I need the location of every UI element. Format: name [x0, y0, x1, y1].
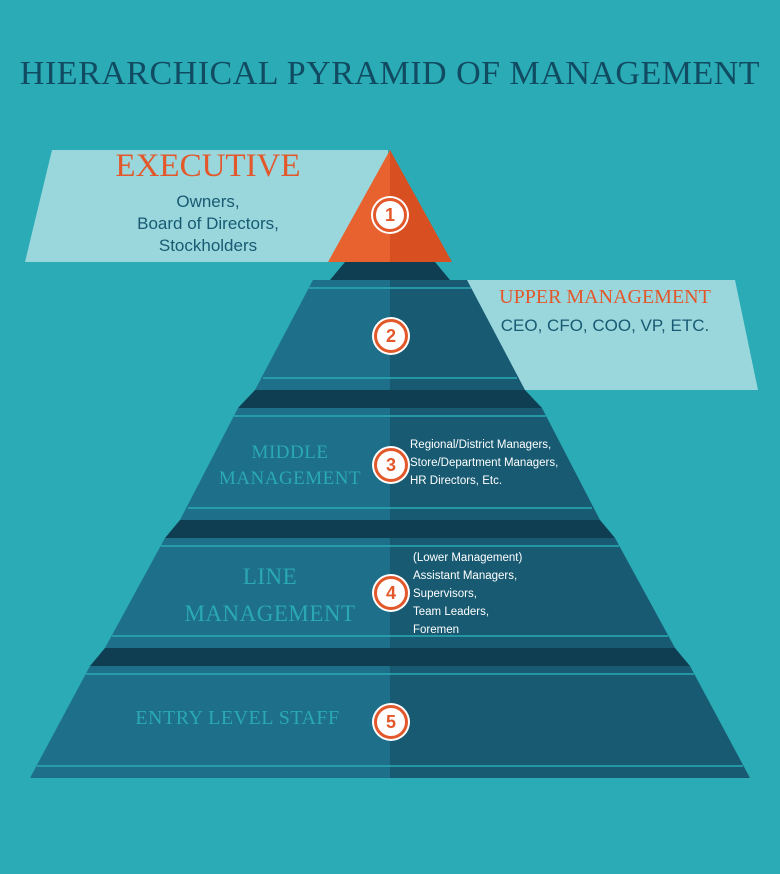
tier-5-number-badge: 5: [374, 705, 408, 739]
tier-4-member: Supervisors,: [413, 588, 477, 600]
tier-3-number-badge: 3: [374, 448, 408, 482]
tier-4-member: Assistant Managers,: [413, 570, 518, 582]
tier-2-block: [255, 262, 525, 390]
tier-1-members: Owners, Board of Directors, Stockholders: [58, 191, 358, 257]
tier-3-title-line: MANAGEMENT: [218, 468, 362, 489]
tier-3-title: MIDDLE MANAGEMENT: [205, 440, 375, 492]
tier-4-member: (Lower Management): [413, 552, 523, 564]
tier-1-number-badge: 1: [373, 198, 407, 232]
tier-4-block: [105, 520, 675, 648]
tier-3-member: HR Directors, Etc.: [410, 475, 503, 487]
page-title: HIERARCHICAL PYRAMID OF MANAGEMENT: [19, 55, 761, 92]
upper-label-panel: [465, 280, 758, 390]
tier-3-member: Regional/District Managers,: [410, 439, 552, 451]
executive-label-panel: [25, 150, 388, 262]
tier-4-number-badge: 4: [374, 576, 408, 610]
tier-4-title-line: MANAGEMENT: [184, 601, 356, 626]
tier-4-member: Foremen: [413, 624, 460, 636]
tier-1-member: Stockholders: [158, 236, 258, 255]
tier-1-apex: [328, 150, 452, 262]
tier-2-number-badge: 2: [374, 319, 408, 353]
tier-3-title-line: MIDDLE: [251, 442, 329, 463]
tier-4-title-line: LINE: [242, 564, 298, 589]
tier-3-member: Store/Department Managers,: [410, 457, 559, 469]
tier-1-member: Owners,: [176, 192, 240, 211]
tier-4-member: Team Leaders,: [413, 606, 490, 618]
tier-3-block: [180, 390, 600, 520]
tier-1-member: Board of Directors,: [137, 214, 279, 233]
tier-3-members: Regional/District Managers, Store/Depart…: [410, 436, 558, 490]
tier-2-members: CEO, CFO, COO, VP, ETC.: [500, 316, 710, 335]
tier-5-title: ENTRY LEVEL STAFF: [135, 707, 340, 729]
tier-1-title: EXECUTIVE: [115, 148, 301, 184]
tier-2-title: UPPER MANAGEMENT: [499, 286, 711, 308]
tier-4-members: (Lower Management) Assistant Managers, S…: [413, 549, 522, 639]
tier-4-title: LINE MANAGEMENT: [165, 558, 375, 632]
tier-5-block: [30, 648, 750, 778]
